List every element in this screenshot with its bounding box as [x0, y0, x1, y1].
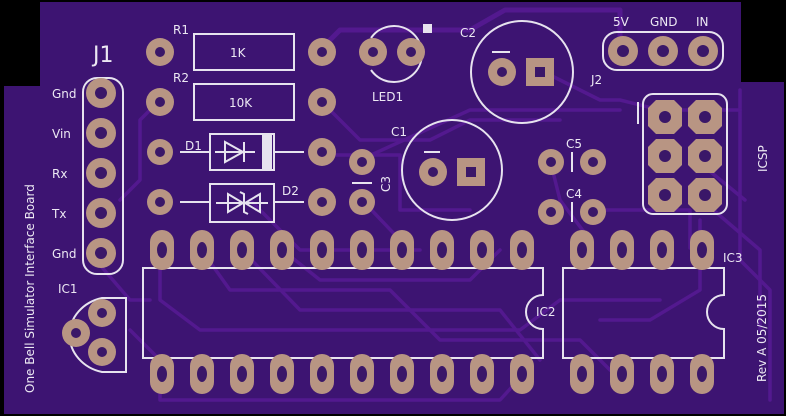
ic3-bottom-pin-4[interactable] [690, 354, 714, 394]
c4-capacitor[interactable]: C4 [538, 187, 606, 225]
j1-pin-label-2: Vin [52, 127, 71, 141]
rev-label: Rev A 05/2015 [755, 294, 769, 382]
d2-zener[interactable]: D2 [147, 183, 336, 223]
c3-capacitor[interactable]: C3 [349, 149, 393, 215]
j1-ref-label: J1 [91, 43, 114, 68]
icsp-outline [642, 93, 728, 215]
j1-outline [82, 77, 124, 275]
r1-resistor[interactable]: R1 1K [146, 23, 336, 71]
j1-pin-label-3: Rx [52, 167, 67, 181]
ic2-bottom-pin-2[interactable] [190, 354, 214, 394]
ic2-top-pin-8[interactable] [430, 230, 454, 270]
ic2-top-pin-5[interactable] [310, 230, 334, 270]
ic2-top-pin-4[interactable] [270, 230, 294, 270]
ic2-bottom-pin-4[interactable] [270, 354, 294, 394]
ic3-bottom-pin-1[interactable] [570, 354, 594, 394]
j1-pin-label-1: Gnd [52, 87, 77, 101]
r1-ref-label: R1 [173, 23, 189, 37]
ic2-bottom-pin-9[interactable] [470, 354, 494, 394]
c2-outline [470, 20, 574, 124]
j2-header[interactable]: 5V GND IN J2 [590, 15, 724, 87]
board-side-label: One Bell Simulator Interface Board [23, 184, 37, 393]
ic3-bottom-pin-3[interactable] [650, 354, 674, 394]
c4-ref-label: C4 [566, 187, 582, 201]
ic2-bottom-pin-3[interactable] [230, 354, 254, 394]
ic2-bottom-pin-1[interactable] [150, 354, 174, 394]
c1-ref-label: C1 [391, 125, 407, 139]
c5-ref-label: C5 [566, 137, 582, 151]
ic2-top-pin-2[interactable] [190, 230, 214, 270]
r2-ref-label: R2 [173, 71, 189, 85]
ic2-top-pin-9[interactable] [470, 230, 494, 270]
d1-ref-label: D1 [185, 139, 202, 153]
j2-pin-label-3: IN [696, 15, 709, 29]
ic2-bottom-pin-5[interactable] [310, 354, 334, 394]
board-substrate [4, 2, 784, 414]
ic2-top-pin-1[interactable] [150, 230, 174, 270]
r2-resistor[interactable]: R2 10K [146, 71, 336, 121]
j1-header[interactable]: J1 Gnd Vin Rx Tx Gnd [51, 43, 124, 275]
ic3-top-pin-3[interactable] [650, 230, 674, 270]
c2-ref-label: C2 [460, 26, 476, 40]
ic3-ref-label: IC3 [723, 251, 743, 265]
j2-outline [602, 31, 724, 71]
j2-ref-label: J2 [590, 73, 602, 87]
ic1-ref-label: IC1 [58, 282, 78, 296]
ic2-bottom-pin-6[interactable] [350, 354, 374, 394]
j1-pin-2[interactable] [86, 118, 116, 148]
ic2-dip[interactable]: IC2 [142, 230, 556, 394]
ic2-bottom-pin-10[interactable] [510, 354, 534, 394]
c1-outline [401, 119, 503, 221]
j2-pin-label-1: 5V [613, 15, 630, 29]
j1-pin-1[interactable] [86, 78, 116, 108]
j1-pin-3[interactable] [86, 158, 116, 188]
j1-pin-5[interactable] [86, 238, 116, 268]
ic3-top-pin-2[interactable] [610, 230, 634, 270]
led1-ref-label: LED1 [372, 90, 403, 104]
r1-body [193, 33, 295, 71]
j1-pin-label-5: Gnd [52, 247, 77, 261]
ic3-bottom-pin-2[interactable] [610, 354, 634, 394]
j1-pin-4[interactable] [86, 198, 116, 228]
d1-cathode-band [262, 134, 272, 170]
c2-capacitor[interactable]: C2 [460, 20, 574, 124]
ic2-top-pin-10[interactable] [510, 230, 534, 270]
r1-value-label: 1K [230, 46, 247, 60]
c5-capacitor[interactable]: C5 [538, 137, 606, 175]
r2-value-label: 10K [229, 96, 253, 110]
led1-polarity-mark [423, 24, 432, 33]
r2-body [193, 83, 295, 121]
ic3-top-pin-1[interactable] [570, 230, 594, 270]
j1-pin-label-4: Tx [51, 207, 66, 221]
ic3-dip[interactable]: IC3 [562, 230, 743, 394]
ic2-top-pin-7[interactable] [390, 230, 414, 270]
c1-capacitor[interactable]: C1 [391, 119, 503, 221]
ic1-regulator[interactable]: IC1 [58, 282, 127, 373]
ic3-top-pin-4[interactable] [690, 230, 714, 270]
ic2-bottom-pin-7[interactable] [390, 354, 414, 394]
d2-ref-label: D2 [282, 184, 299, 198]
ic2-bottom-pin-8[interactable] [430, 354, 454, 394]
ic2-top-pin-6[interactable] [350, 230, 374, 270]
ic2-top-pin-3[interactable] [230, 230, 254, 270]
ic2-outline [142, 267, 544, 359]
d1-diode[interactable]: D1 [147, 133, 336, 171]
ic2-ref-label: IC2 [536, 305, 556, 319]
led1[interactable]: LED1 [359, 24, 432, 104]
c3-ref-label: C3 [379, 176, 393, 192]
icsp-header[interactable]: ICSP [637, 93, 770, 215]
ic3-outline [562, 267, 725, 359]
icsp-ref-label: ICSP [756, 145, 770, 172]
j2-pin-label-2: GND [650, 15, 678, 29]
